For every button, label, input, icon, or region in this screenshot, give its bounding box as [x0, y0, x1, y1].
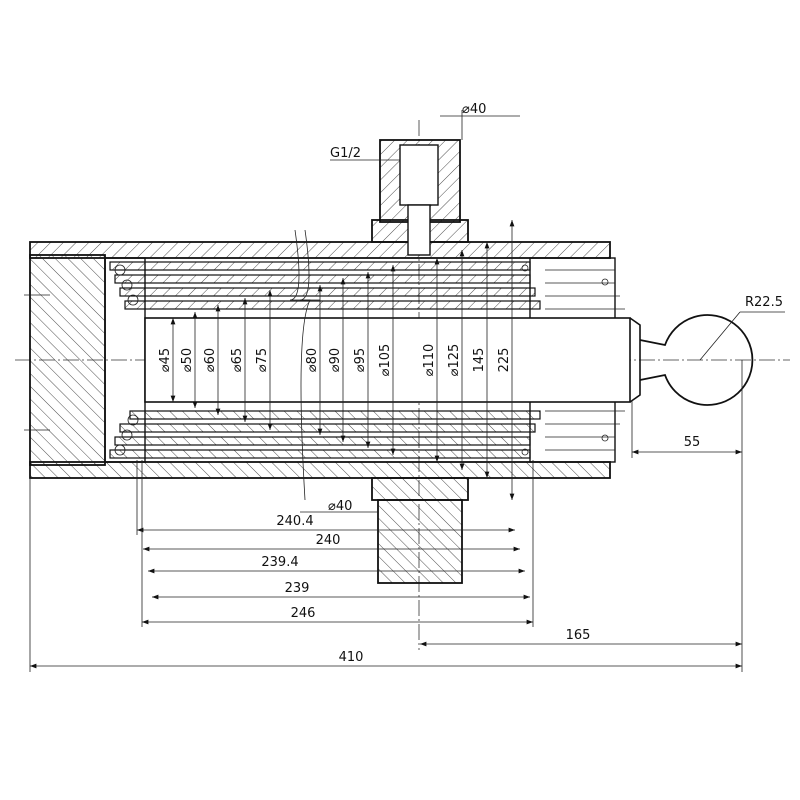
diameter-label: 145	[472, 348, 487, 373]
dim-55: 55	[684, 435, 701, 450]
ball-head	[639, 314, 754, 406]
diameter-label: ⌀95	[353, 348, 368, 372]
diameter-label: 225	[497, 348, 512, 373]
oil-port	[371, 139, 469, 256]
length-dimensions: 240 240.4 239.4 239 246 165 410 55 R22.5…	[29, 102, 785, 672]
diameter-label: ⌀65	[230, 348, 245, 372]
dim-246: 246	[291, 606, 316, 621]
diameter-label: ⌀125	[447, 344, 462, 377]
dim-g1-2: G1/2	[330, 146, 361, 161]
dim-r22-5: R22.5	[745, 295, 783, 310]
telescopic-stages	[104, 257, 625, 463]
diameter-dimensions: ⌀45 ⌀50 ⌀60 ⌀65 ⌀75 ⌀80 ⌀90 ⌀95 ⌀105 ⌀110 ⌀125 145 2…	[158, 220, 515, 500]
diameter-label: ⌀80	[305, 348, 320, 372]
diameter-label: ⌀90	[328, 348, 343, 372]
diameter-label: ⌀105	[378, 344, 393, 377]
diameter-label: ⌀50	[180, 348, 195, 372]
bottom-mount	[371, 477, 469, 584]
dim-mount-diameter: ⌀40	[328, 499, 352, 514]
dim-port-diameter: ⌀40	[462, 102, 486, 117]
dim-165: 165	[566, 628, 591, 643]
diameter-label: ⌀75	[255, 348, 270, 372]
piston-rod	[144, 314, 754, 406]
dim-240-4: 240.4	[276, 514, 313, 529]
diameter-label: ⌀110	[422, 344, 437, 377]
dim-410: 410	[339, 650, 364, 665]
break-line	[289, 229, 311, 501]
dim-239: 239	[285, 581, 310, 596]
cylinder-barrel	[24, 241, 611, 479]
dim-240: 240	[316, 533, 341, 548]
diameter-label: ⌀45	[158, 348, 173, 372]
cylinder-base	[29, 254, 106, 466]
diameter-label: ⌀60	[203, 348, 218, 372]
dim-239-4: 239.4	[261, 555, 298, 570]
